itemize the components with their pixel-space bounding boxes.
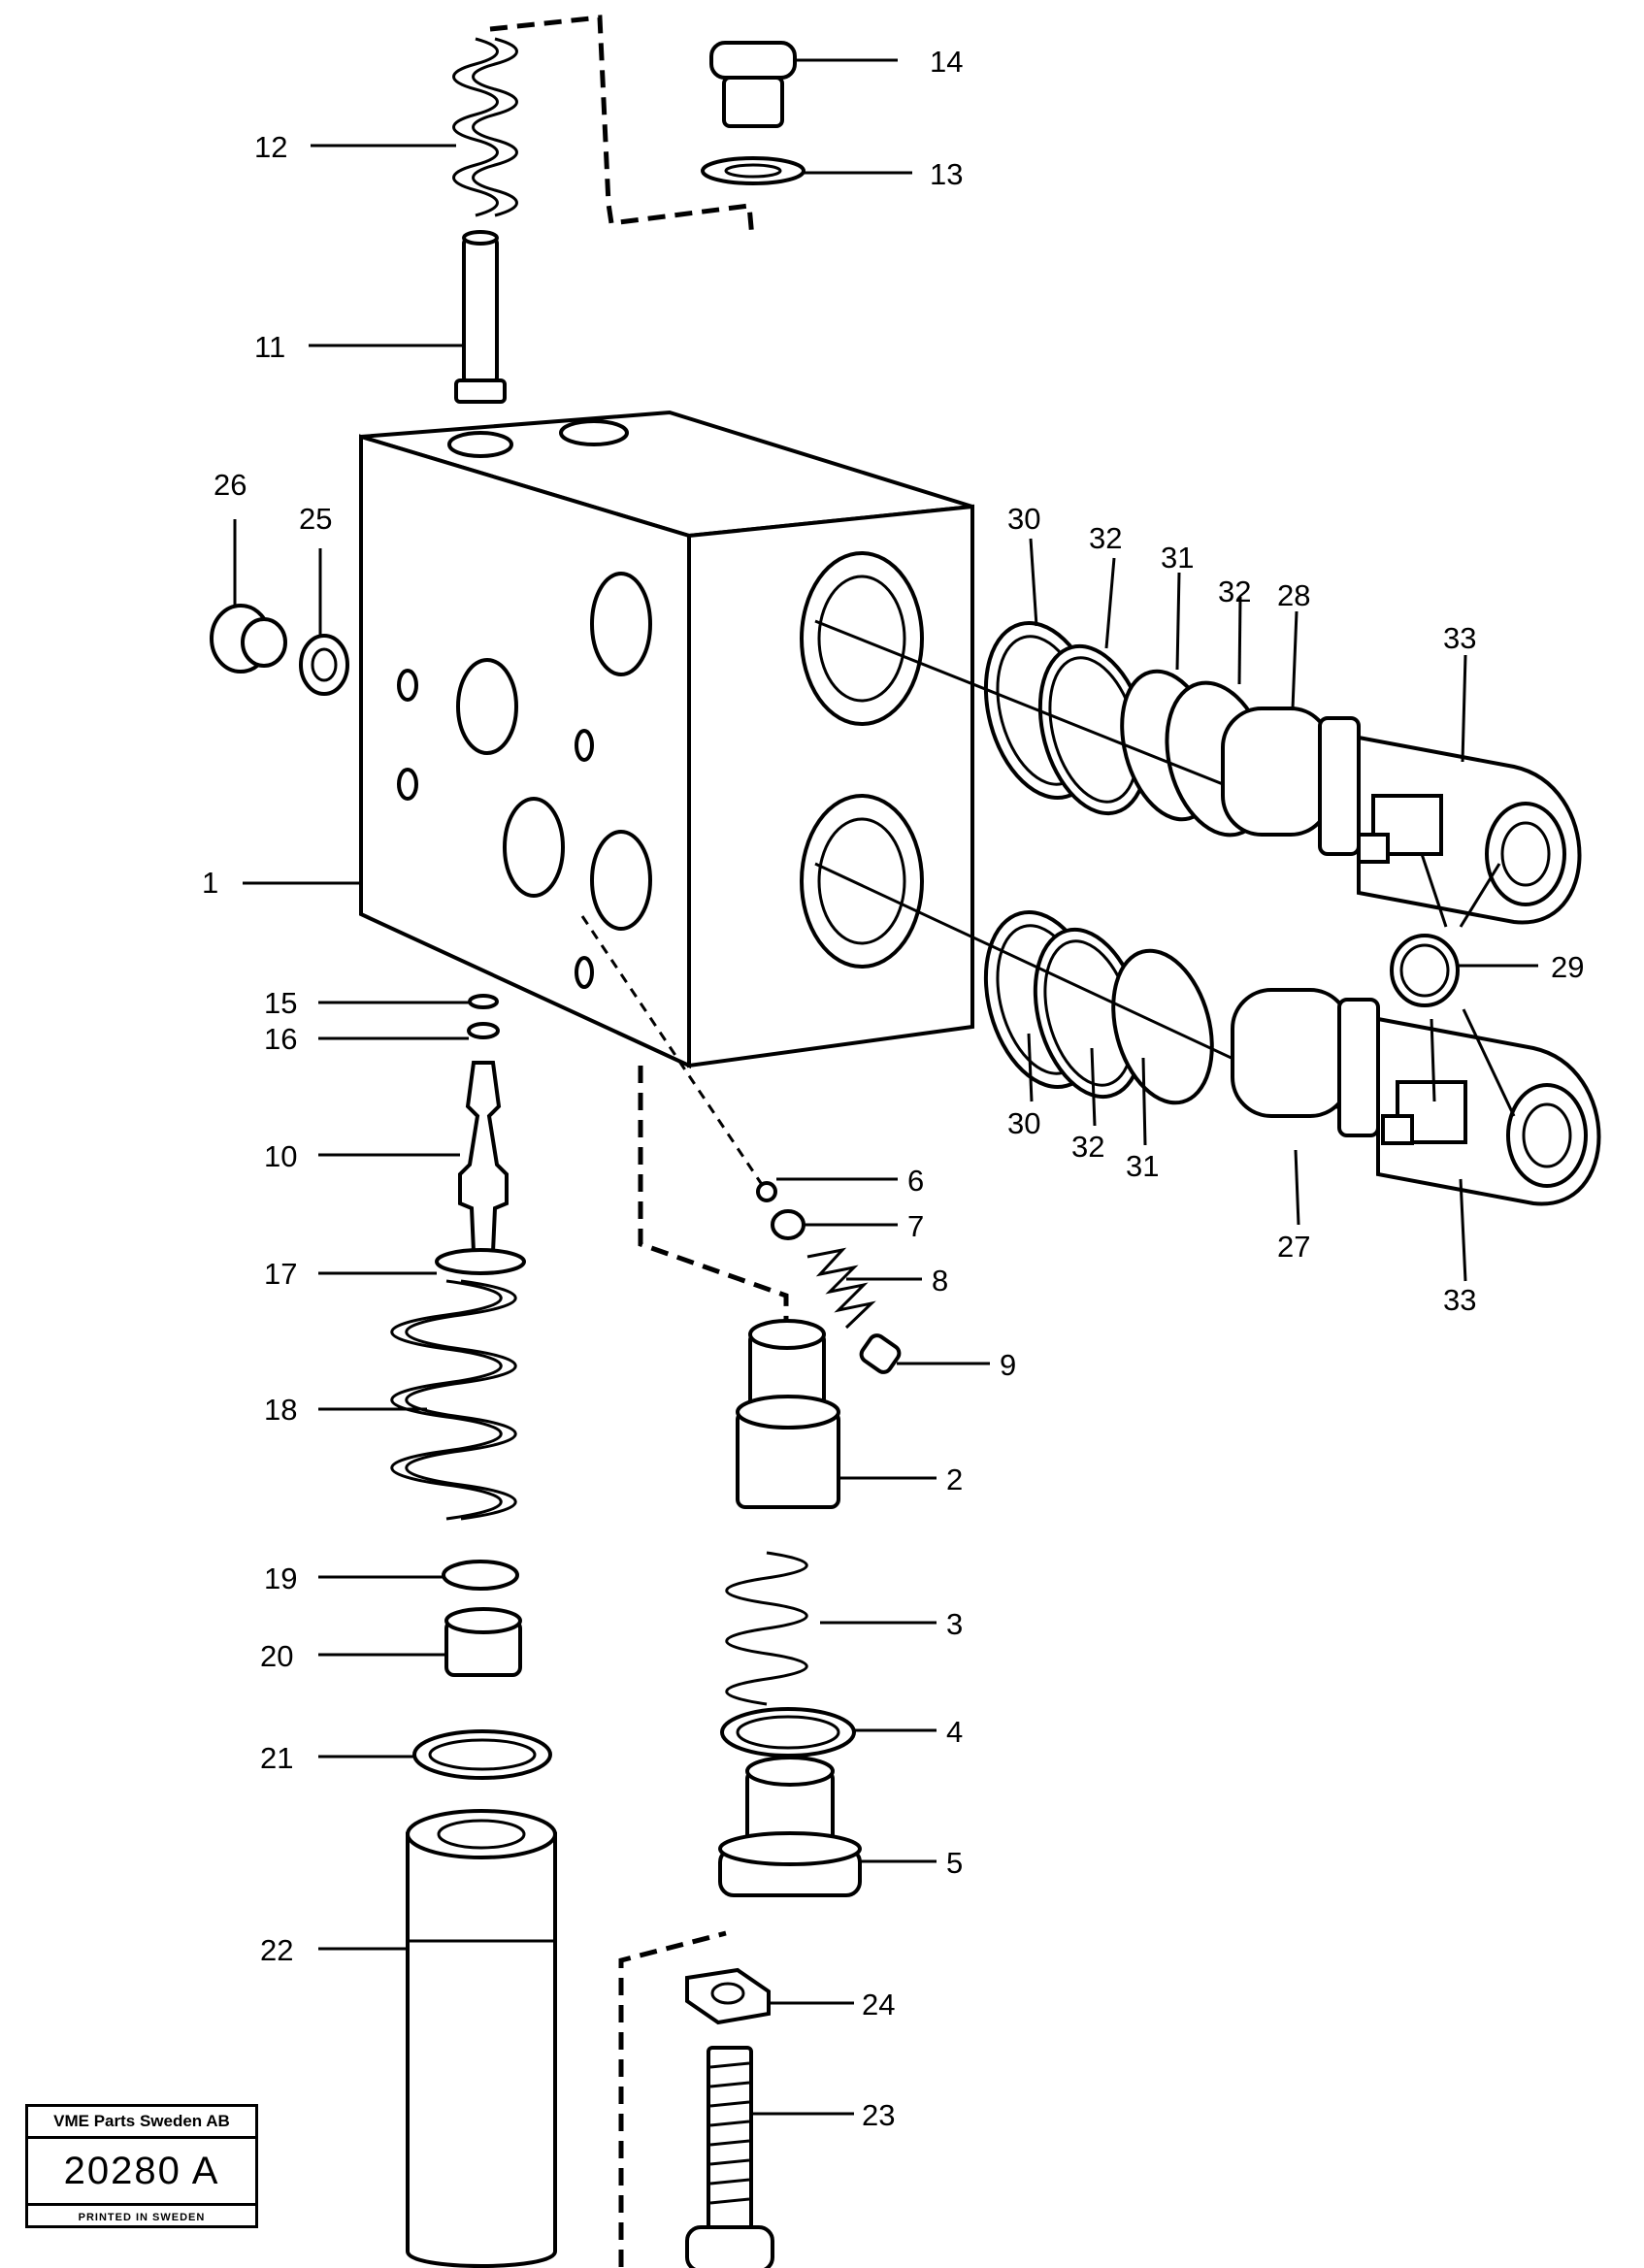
callout-28: 28: [1277, 578, 1310, 612]
callout-18: 18: [264, 1393, 297, 1427]
solenoid-valve-upper: [1221, 707, 1582, 928]
callout-31-lower: 31: [1126, 1149, 1159, 1183]
solenoid-valve-lower: [1231, 988, 1601, 1206]
callout-20: 20: [260, 1639, 293, 1673]
callout-2: 2: [946, 1463, 963, 1496]
callout-25: 25: [299, 502, 332, 536]
callout-11: 11: [254, 330, 285, 364]
left-valve-column: [390, 994, 557, 2268]
valve-block: [359, 410, 974, 1069]
callout-10: 10: [264, 1139, 297, 1173]
callout-17: 17: [264, 1257, 297, 1291]
plug-and-washer: [701, 41, 806, 185]
callout-1: 1: [202, 866, 218, 900]
callout-15: 15: [264, 986, 297, 1020]
callout-33-lower: 33: [1443, 1283, 1476, 1317]
callout-26: 26: [214, 468, 247, 502]
stamp-company: VME Parts Sweden AB: [28, 2107, 255, 2139]
bolt-and-nut: [618, 1930, 774, 2268]
callout-32-upper: 32: [1089, 521, 1122, 555]
top-spring-assembly: [452, 15, 755, 404]
right-valve-column: [638, 1066, 862, 1897]
callout-6: 6: [907, 1164, 924, 1198]
callout-22: 22: [260, 1933, 293, 1967]
callout-7: 7: [907, 1209, 924, 1243]
leader-lines: [233, 58, 1538, 2116]
publisher-stamp: VME Parts Sweden AB 20280 A PRINTED IN S…: [25, 2104, 258, 2228]
callout-30-upper: 30: [1007, 502, 1040, 536]
callout-12: 12: [254, 130, 287, 164]
callout-31-upper: 31: [1161, 541, 1194, 575]
callout-5: 5: [946, 1846, 963, 1880]
left-plug: [210, 604, 349, 696]
callout-33-upper: 33: [1443, 621, 1476, 655]
callout-9: 9: [1000, 1348, 1016, 1382]
ball-spring-screw: [580, 915, 902, 1374]
stamp-printed-note: PRINTED IN SWEDEN: [28, 2203, 255, 2229]
callout-24: 24: [862, 1988, 895, 2021]
callout-3: 3: [946, 1607, 963, 1641]
callout-27: 27: [1277, 1230, 1310, 1264]
callout-23: 23: [862, 2098, 895, 2132]
callout-labels: 1 2 3 4 5 6 7 8 9 10 11 12 13 14 15 16 1…: [202, 45, 1584, 2132]
callout-16: 16: [264, 1022, 297, 1056]
callout-14: 14: [930, 45, 963, 79]
side-seals: [814, 619, 1460, 1137]
callout-29: 29: [1551, 950, 1584, 984]
callout-21: 21: [260, 1741, 293, 1775]
callout-8: 8: [932, 1264, 948, 1298]
callout-19: 19: [264, 1561, 297, 1595]
stamp-drawing-number: 20280 A: [63, 2150, 220, 2192]
callout-13: 13: [930, 157, 963, 191]
callout-32-middle: 32: [1218, 575, 1251, 608]
callout-32-lower: 32: [1071, 1130, 1104, 1164]
callout-30-lower: 30: [1007, 1106, 1040, 1140]
callout-4: 4: [946, 1715, 963, 1749]
